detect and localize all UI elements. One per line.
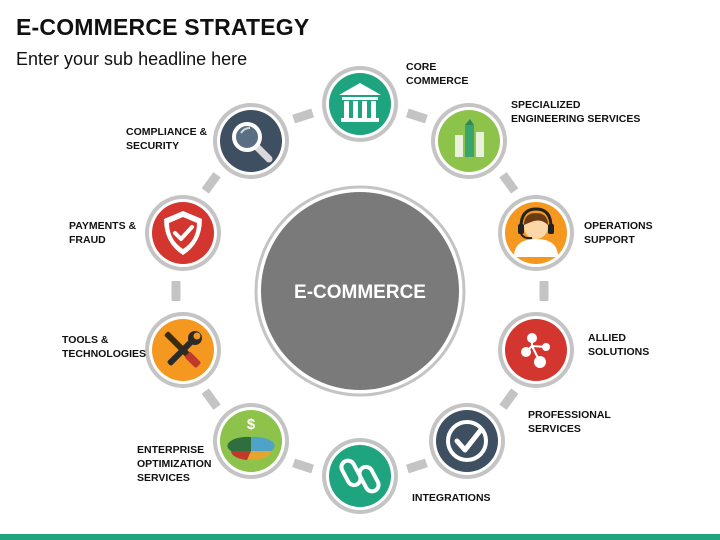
label-line: SPECIALIZED [511,99,581,111]
headset-icon [514,207,558,257]
node-operations-support[interactable] [498,195,574,271]
node-fill [436,410,498,472]
chain-link-icon [339,458,381,494]
label-core-commerce: CORE COMMERCE [406,60,468,88]
svg-text:$: $ [247,416,256,433]
wrench-screwdriver-icon [164,331,202,368]
label-line: COMPLIANCE & [126,126,208,138]
ring-connector [201,172,221,194]
label-line: COMMERCE [406,75,469,87]
node-compliance-security[interactable] [213,103,289,179]
label-line: FRAUD [69,234,106,246]
label-line: INTEGRATIONS [412,492,491,504]
label-line: ENGINEERING SERVICES [511,113,641,125]
label-line: OPERATIONS [584,220,653,232]
label-tools-technologies: TOOLS & TECHNOLOGIES [62,333,146,361]
label-specialized-engineering: SPECIALIZED ENGINEERING SERVICES [511,98,640,126]
ring-connectors [171,108,549,474]
node-core-commerce[interactable] [322,66,398,142]
label-operations-support: OPERATIONS SUPPORT [584,219,653,247]
label-line: SUPPORT [584,234,635,246]
node-professional-services[interactable] [429,403,505,479]
network-icon [521,333,550,368]
node-enterprise-optimization[interactable]: $ [213,403,289,479]
label-line: SERVICES [137,472,190,484]
label-line: SECURITY [126,140,180,152]
label-integrations: INTEGRATIONS [412,491,491,505]
ring-connector [292,458,315,474]
ring-connector [499,172,519,194]
node-fill [505,319,567,381]
magnifier-icon [232,122,273,163]
shield-check-icon [164,211,202,255]
node-payments-fraud[interactable] [145,195,221,271]
ring-connector [292,108,315,124]
node-tools-technologies[interactable] [145,312,221,388]
checkmark-icon [446,420,488,462]
label-line: ENTERPRISE [137,444,205,456]
footer-bar [0,534,720,540]
label-enterprise-optimization: ENTERPRISE OPTIMIZATION SERVICES [137,443,211,485]
node-integrations[interactable] [322,438,398,514]
hub-circle[interactable]: E-COMMERCE [254,185,466,397]
page-subtitle: Enter your sub headline here [16,49,248,69]
label-line: OPTIMIZATION [137,458,212,470]
ring-connector [499,388,519,410]
building-icon [455,119,484,157]
label-line: TOOLS & [62,334,109,346]
ring-connector [405,458,428,474]
label-payments-fraud: PAYMENTS & FRAUD [69,219,136,247]
label-allied-solutions: ALLIED SOLUTIONS [588,331,649,359]
ring-connector [405,108,428,124]
node-fill [329,73,391,135]
bank-icon [339,83,381,122]
label-line: PROFESSIONAL [528,409,611,421]
page-title: E-COMMERCE STRATEGY [16,14,310,40]
label-compliance-security: COMPLIANCE & SECURITY [126,125,207,153]
ring-connector [201,388,221,410]
hub-label: E-COMMERCE [294,282,426,303]
label-line: SERVICES [528,423,581,435]
pie-chart-dollar-icon: $ [227,416,275,461]
label-line: ALLIED [588,332,626,344]
label-line: SOLUTIONS [588,346,650,358]
node-allied-solutions[interactable] [498,312,574,388]
label-line: TECHNOLOGIES [62,348,147,360]
label-line: CORE [406,61,437,73]
label-professional-services: PROFESSIONAL SERVICES [528,408,611,436]
ring-nodes: $ [145,66,574,514]
label-line: PAYMENTS & [69,220,137,232]
node-specialized-engineering[interactable] [431,103,507,179]
